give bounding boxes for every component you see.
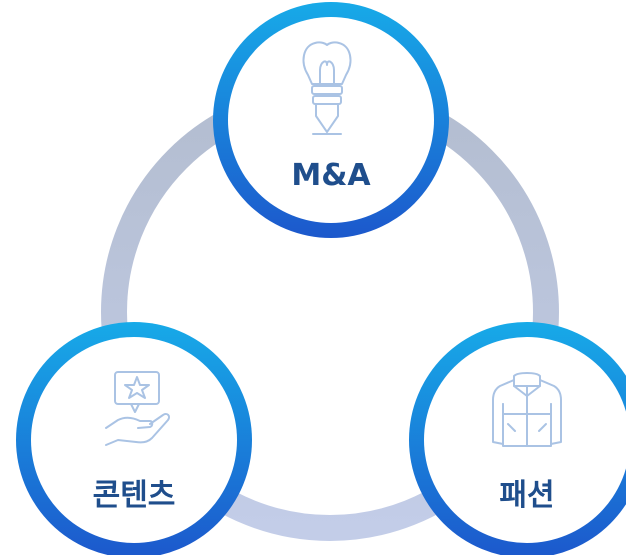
- node-fashion-label: 패션: [499, 478, 554, 513]
- node-contents[interactable]: 콘텐츠: [16, 322, 252, 555]
- node-mna[interactable]: M&A: [213, 2, 449, 238]
- node-mna-label: M&A: [291, 158, 371, 193]
- node-fashion[interactable]: 패션: [409, 322, 626, 555]
- node-contents-inner: [31, 337, 237, 543]
- star-hand-icon: [105, 371, 171, 446]
- node-fashion-inner: [424, 337, 626, 543]
- jacket-icon: [492, 372, 562, 447]
- node-mna-inner: [228, 17, 434, 223]
- lightbulb-icon: [302, 41, 352, 135]
- node-contents-label: 콘텐츠: [93, 478, 176, 513]
